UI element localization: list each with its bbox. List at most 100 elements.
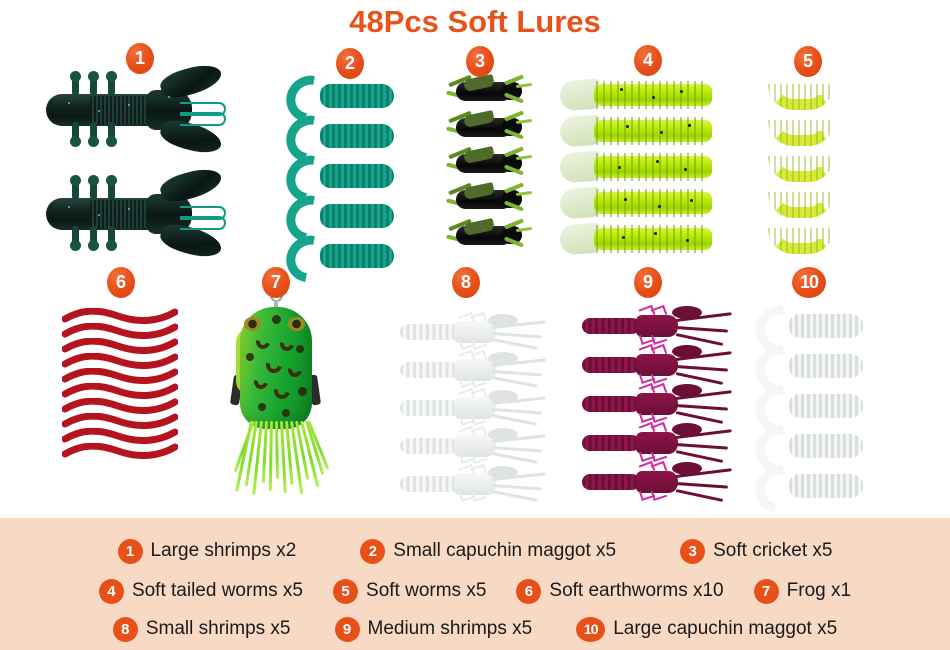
legend-badge-4: 4: [98, 578, 124, 604]
curly-grub-lure: [746, 336, 863, 402]
legend-badge-6: 6: [516, 578, 542, 604]
shrimp-lure: [400, 311, 550, 352]
earthworm-lure: [62, 308, 178, 324]
grid-badge-number: 6: [115, 272, 126, 292]
paddle-tail-lure: [559, 114, 712, 148]
product-image-frog: [218, 283, 338, 498]
crawfish-leg: [106, 175, 117, 200]
curly-grub-lure: [746, 376, 863, 442]
crawfish-antenna: [180, 102, 226, 116]
legend-badge-2: 2: [360, 538, 386, 564]
curly-grub-lure: [746, 456, 863, 522]
legend-item-6: 6 Soft earthworms x10: [516, 578, 724, 604]
curly-grub-lure: [746, 416, 863, 482]
crawfish-leg: [70, 71, 81, 96]
crawfish-leg: [70, 122, 81, 147]
shrimp-lure: [582, 304, 732, 346]
crawfish-leg: [70, 226, 81, 251]
cricket-lure: [438, 74, 533, 108]
legend-item-1: 1 Large shrimps x2: [117, 538, 297, 564]
grid-badge-number: 9: [642, 272, 653, 292]
legend-label: Large shrimps x2: [150, 540, 297, 561]
shrimp-lure: [400, 463, 550, 504]
paddle-tail-lure: [559, 150, 712, 184]
cricket-lure: [438, 110, 533, 144]
crawfish-lure: [28, 59, 228, 159]
legend-label: Soft cricket x5: [713, 540, 833, 561]
grid-badge-6: 6: [107, 267, 135, 298]
shrimp-lure: [582, 460, 732, 502]
grid-badge-1: 1: [126, 43, 154, 74]
paddle-tail-lure: [559, 78, 712, 112]
crawfish-antenna: [180, 112, 226, 126]
grid-badge-number: 7: [270, 272, 281, 292]
grid-badge-number: 1: [134, 48, 145, 68]
frog-line-tie: [274, 300, 278, 310]
crawfish-antenna: [180, 216, 226, 230]
curly-grub-lure: [277, 106, 394, 172]
shrimp-lure: [400, 349, 550, 390]
legend-label: Frog x1: [786, 580, 852, 601]
legend-label: Soft worms x5: [366, 580, 487, 601]
legend-item-3: 3 Soft cricket x5: [680, 538, 833, 564]
shrimp-lure: [582, 382, 732, 424]
earthworm-lure: [62, 398, 178, 414]
earthworm-lure: [62, 353, 178, 369]
crawfish-leg: [70, 175, 81, 200]
grid-badge-7: 7: [262, 267, 290, 298]
curly-grub-lure: [746, 296, 863, 362]
paddle-tail-lure: [559, 222, 712, 256]
crawfish-leg: [88, 71, 99, 96]
legend-item-10: 10 Large capuchin maggot x5: [576, 616, 838, 642]
shrimp-lure: [400, 425, 550, 466]
legend-badge-10: 10: [576, 616, 606, 642]
shrimp-lure: [582, 343, 732, 385]
cricket-lure: [438, 182, 533, 216]
earthworm-lure: [62, 413, 178, 429]
legend-label: Large capuchin maggot x5: [613, 618, 838, 639]
grid-badge-8: 8: [452, 267, 480, 298]
crawfish-leg: [106, 122, 117, 147]
legend-badge-5: 5: [333, 578, 359, 604]
earthworm-lure: [62, 368, 178, 384]
grid-badge-number: 3: [474, 51, 485, 71]
crawfish-antenna: [180, 206, 226, 220]
grid-badge-number: 5: [802, 51, 813, 71]
earthworm-lure: [62, 428, 178, 444]
grid-badge-9: 9: [634, 267, 662, 298]
legend-badge-8: 8: [112, 616, 138, 642]
grid-badge-2: 2: [336, 48, 364, 79]
grid-badge-number: 2: [344, 53, 355, 73]
frog-skirt: [233, 420, 329, 499]
cricket-lure: [438, 218, 533, 252]
legend-badge-9: 9: [334, 616, 360, 642]
crawfish-leg: [88, 226, 99, 251]
legend-item-9: 9 Medium shrimps x5: [334, 616, 533, 642]
earthworm-lure: [62, 443, 178, 459]
curly-grub-lure: [277, 146, 394, 212]
grid-badge-10: 10: [792, 267, 826, 298]
legend-item-4: 4 Soft tailed worms x5: [98, 578, 304, 604]
grid-badge-number: 8: [460, 272, 471, 292]
crawfish-leg: [88, 175, 99, 200]
grid-badge-number: 10: [799, 272, 819, 292]
legend-label: Soft earthworms x10: [549, 580, 724, 601]
legend-label: Soft tailed worms x5: [131, 580, 304, 601]
legend-badge-3: 3: [680, 538, 706, 564]
legend-badge-1: 1: [117, 538, 143, 564]
grid-badge-3: 3: [466, 46, 494, 77]
crawfish-claw: [157, 163, 225, 207]
grid-badge-number: 4: [642, 50, 653, 70]
earthworm-lure: [62, 338, 178, 354]
legend-label: Medium shrimps x5: [367, 618, 533, 639]
grid-badge-5: 5: [794, 46, 822, 77]
cricket-lure: [438, 146, 533, 180]
crawfish-leg: [106, 71, 117, 96]
